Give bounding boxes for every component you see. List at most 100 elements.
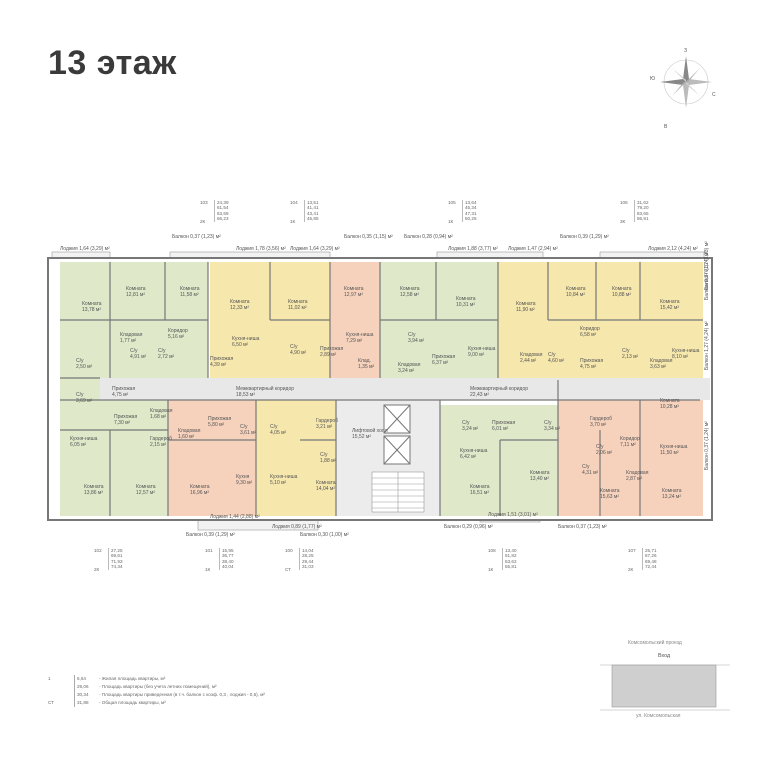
page-title: 13 этаж [48,44,177,82]
area-value: 66,23 [217,216,229,222]
balcony-label: Балкон 0,30 (1,00) м² [300,532,349,538]
compass-east: С [712,92,716,98]
balcony-label: Балкон 0,37 (1,23) м² [172,234,221,240]
legend-desc-3: - Площадь квартиры приведенная (в т.ч. б… [99,692,265,697]
balcony-label: Лоджия 2,12 (4,24) м² [648,246,698,252]
area-value: 28,25 [302,553,314,559]
area-value: 13,51 [307,200,319,205]
area-value: 47,31 [465,210,477,216]
compass-west: Ю [650,76,655,82]
apartment-type: СТ [285,566,291,572]
apartment-type: 1К [448,218,454,224]
area-value: 45,85 [307,216,319,222]
balcony-label: Балкон 0,29 (0,96) м² [444,524,493,530]
apartment-type: 3К [620,218,626,224]
area-value: 24,39 [217,200,229,205]
inner-walls [60,262,703,516]
legend-value-1: 6,64 [74,675,99,683]
area-value: 86,91 [637,216,649,222]
area-value: 31,62 [637,200,649,205]
elevator-shafts [383,404,411,465]
balcony-label: Балкон 0,37 (1,24) м² [704,421,710,470]
balcony-label: Балкон 0,28 (0,94) м² [404,234,453,240]
area-value: 15,95 [222,548,234,553]
apartment-type: 2К [94,566,100,572]
building-block [611,664,717,708]
balcony-label: Лоджия 1,47 (2,94) м² [508,246,558,252]
area-value: 43,41 [307,210,319,216]
legend-desc-4: - Общая площадь квартиры, м² [99,700,166,705]
entry-label: Вход [658,653,671,659]
area-value: 79,20 [637,205,649,211]
area-value: 41,41 [307,205,319,211]
area-value: 38,40 [222,558,234,564]
street-bottom-label: ул. Комсомольская [636,713,681,719]
area-value: 74,34 [111,564,123,570]
site-plan [600,664,730,711]
apartment-type: 1К [205,566,211,572]
area-value: 40,04 [222,564,234,570]
legend-desc-1: - Жилая площадь квартиры, м² [99,676,166,681]
balcony-label: Лоджия 1,51 (3,01) м² [488,512,538,518]
apartment-number: 104 [290,200,298,205]
area-value: 45,34 [465,205,477,211]
apartment-number: 102 [94,548,102,553]
stairs-icon [371,471,425,513]
legend-value-4: 31,88 [74,699,99,707]
area-value: 69,61 [111,553,123,559]
apartment-number: 105 [448,200,456,205]
